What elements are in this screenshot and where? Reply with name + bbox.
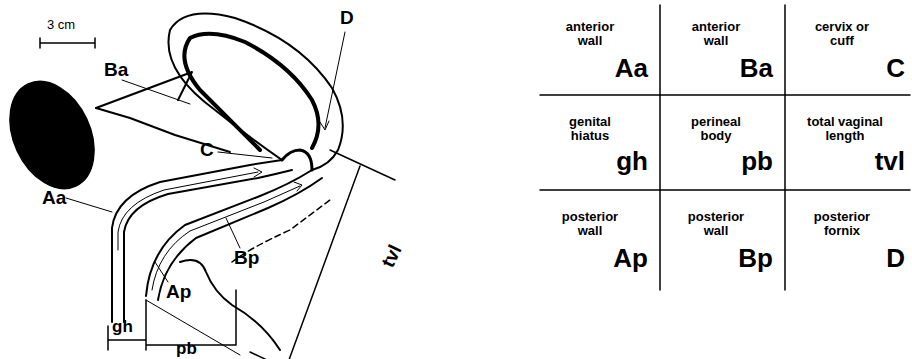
table-code: Bp [738,245,773,272]
part-label: Bp [234,248,259,268]
part-label: 3 cm [47,18,75,32]
table-description: posterior wall [554,210,626,237]
part-label: C [200,140,214,160]
part-label: D [340,8,354,28]
table-code: Aa [615,55,648,82]
table-description: anterior wall [680,20,752,47]
table-description: perineal body [680,115,752,142]
table-description: total vaginal length [795,115,895,142]
table-description: cervix or cuff [806,20,878,47]
part-label: Ap [166,282,191,302]
table-code: C [886,55,905,82]
table-code: gh [616,148,648,175]
table-description: posterior fornix [806,210,878,237]
part-label: gh [112,318,133,336]
table-code: Ap [613,245,648,272]
table-code: Ba [740,55,773,82]
table-description: posterior wall [680,210,752,237]
part-label: pb [176,340,197,358]
part-label: tvl [378,242,405,271]
table-description: anterior wall [554,20,626,47]
part-label: Ba [104,60,128,80]
table-description: genital hiatus [554,115,626,142]
table-code: tvl [875,148,905,175]
table-code: pb [741,148,773,175]
table-code: D [886,245,905,272]
part-label: Aa [42,188,66,208]
